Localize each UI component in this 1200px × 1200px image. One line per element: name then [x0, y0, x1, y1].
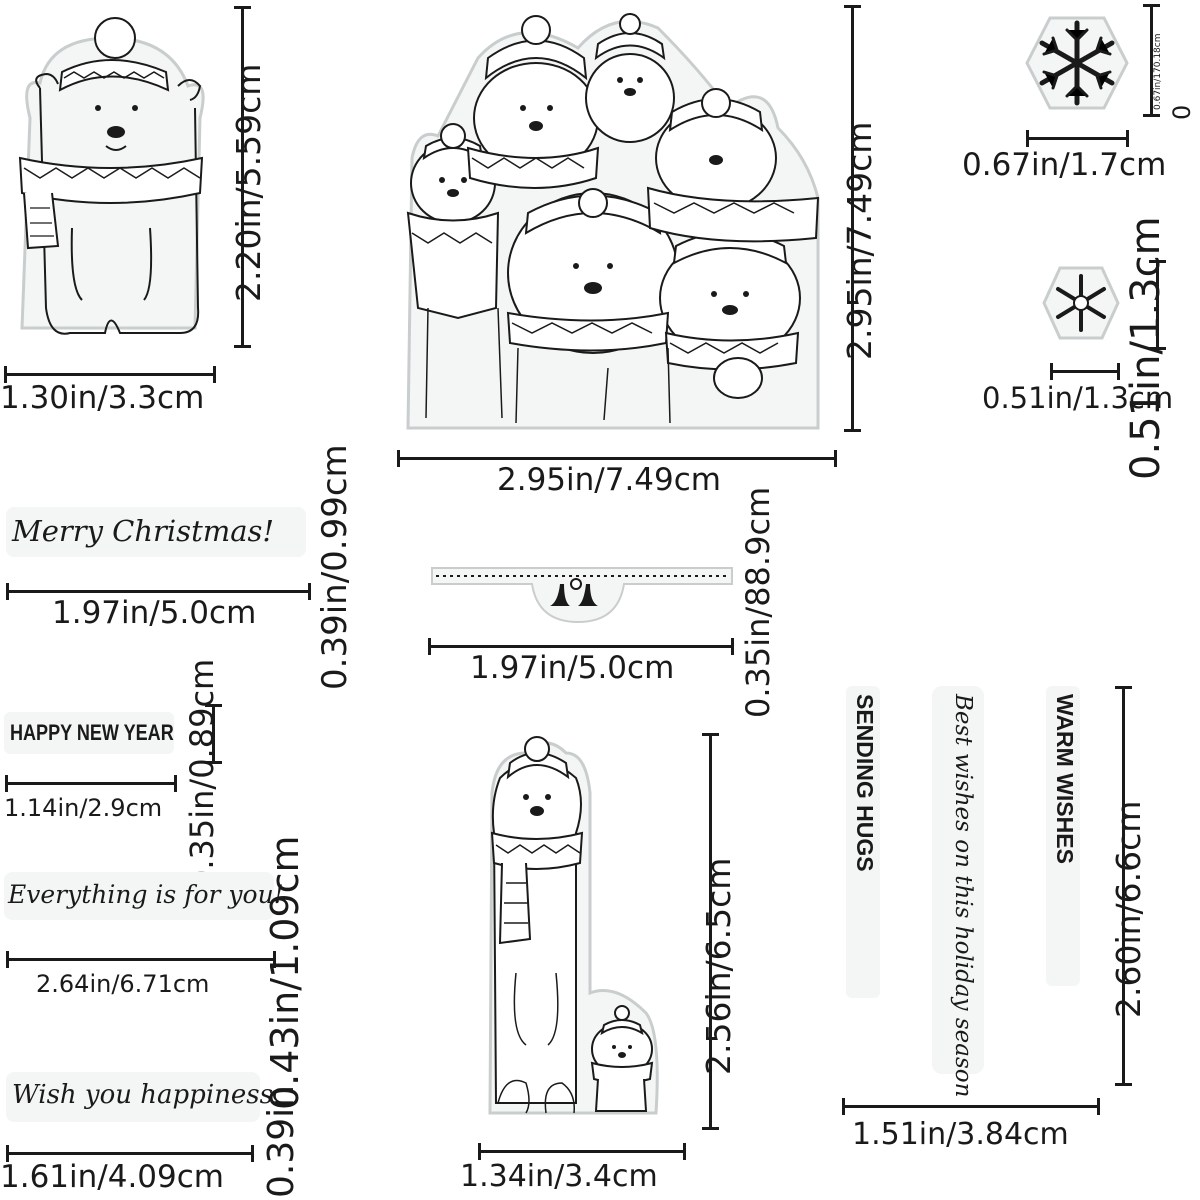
happy-new-year-width-label: 1.14in/2.9cm: [4, 794, 163, 822]
everything-width-label: 2.64in/6.71cm: [36, 970, 210, 998]
bear-pair-height-line: [702, 733, 719, 1130]
bell-border-illustration: [431, 567, 733, 624]
snowflake-small-height-line: [1149, 260, 1166, 350]
bear-group-height-label: 2.95in/7.49cm: [840, 121, 879, 360]
merry-christmas-width-label: 1.97in/5.0cm: [52, 595, 257, 631]
snowflake-large-height-line: [1143, 4, 1160, 117]
bear-pair-illustration: [488, 736, 659, 1115]
everything-height-label: 0.43in/1.09cm: [263, 835, 307, 1110]
bear-single-width-label: 1.30in/3.3cm: [0, 380, 205, 416]
bear-single-height-line: [234, 6, 251, 348]
best-wishes-stamp: Best wishes on this holiday season: [932, 686, 984, 1097]
sending-hugs-stamp: SENDING HUGS: [846, 686, 880, 998]
happy-new-year-width-line: [5, 775, 177, 792]
snowflake-small-width-label: 0.51in/1.3cm: [982, 381, 1174, 415]
happy-new-year-height-line: [205, 704, 222, 764]
snowflake-large-height-label-cut: 0: [1168, 104, 1196, 120]
happy-new-year-text: HAPPY NEW YEAR: [10, 720, 174, 745]
snowflake-large-width-line: [1026, 130, 1129, 147]
bell-border-width-label: 1.97in/5.0cm: [470, 650, 675, 686]
warm-wishes-text: WARM WISHES: [1052, 694, 1078, 864]
merry-christmas-stamp: Merry Christmas!: [6, 507, 306, 557]
bear-group-width-line: [397, 450, 837, 467]
wish-text: Wish you happiness.: [12, 1080, 282, 1110]
best-wishes-text: Best wishes on this holiday season: [950, 694, 976, 1098]
wish-height-label: 0.39in: [261, 1085, 302, 1198]
bear-group-height-line: [844, 5, 861, 432]
snowflake-small-height-label: 0.51in/1.3cm: [1123, 216, 1169, 480]
snowflake-large-icon: [1025, 16, 1129, 110]
bell-border-stamp: [428, 562, 738, 632]
snowflake-small-width-line: [1050, 363, 1120, 380]
merry-christmas-width-line: [6, 583, 311, 600]
everything-width-line: [6, 951, 276, 968]
snowflake-small-stamp: [1040, 262, 1122, 344]
bear-single-stamp: [10, 8, 210, 343]
merry-christmas-text: Merry Christmas!: [12, 514, 275, 548]
bear-single-width-line: [4, 366, 216, 383]
snowflake-large-width-label: 0.67in/1.7cm: [962, 147, 1167, 183]
bell-border-height-label: 0.35in/88.9cm: [739, 486, 777, 718]
bear-pair-width-label: 1.34in/3.4cm: [460, 1159, 658, 1194]
bear-pair-height-label: 2.56in/6.5cm: [699, 857, 738, 1075]
everything-stamp: Everything is for you!: [4, 872, 284, 920]
bear-single-height-label: 2.20in/5.59cm: [229, 63, 268, 302]
bell-border-width-line: [428, 638, 734, 655]
wish-width-label: 1.61in/4.09cm: [0, 1159, 224, 1195]
bear-group-width-label: 2.95in/7.49cm: [497, 462, 721, 498]
merry-christmas-height-label: 0.39in/0.99cm: [315, 444, 355, 690]
bear-group-stamp: [398, 8, 833, 430]
happy-new-year-height-label: 0.35in/0.89cm: [183, 658, 221, 890]
happy-new-year-stamp: HAPPY NEW YEAR: [4, 712, 174, 754]
bear-group-illustration: [406, 13, 820, 430]
snowflake-large-height-label: 0.67in/170.18cm: [1153, 33, 1163, 110]
vertical-phrases-width-label: 1.51in/3.84cm: [852, 1117, 1069, 1152]
sending-hugs-text: SENDING HUGS: [852, 694, 878, 872]
snowflake-large-stamp: [1022, 8, 1132, 118]
bear-pair-stamp: [486, 733, 686, 1116]
snowflake-small-icon: [1042, 266, 1120, 340]
everything-text: Everything is for you!: [8, 880, 284, 909]
vertical-phrases-width-line: [842, 1098, 1100, 1115]
wish-width-line: [6, 1145, 254, 1162]
vertical-phrases-height-label: 2.60in/6.6cm: [1109, 800, 1148, 1018]
vertical-phrases-height-line: [1115, 686, 1132, 1086]
bear-pair-width-line: [478, 1143, 686, 1160]
warm-wishes-stamp: WARM WISHES: [1046, 686, 1080, 986]
wish-stamp: Wish you happiness.: [6, 1072, 281, 1122]
bear-single-illustration: [18, 17, 205, 335]
